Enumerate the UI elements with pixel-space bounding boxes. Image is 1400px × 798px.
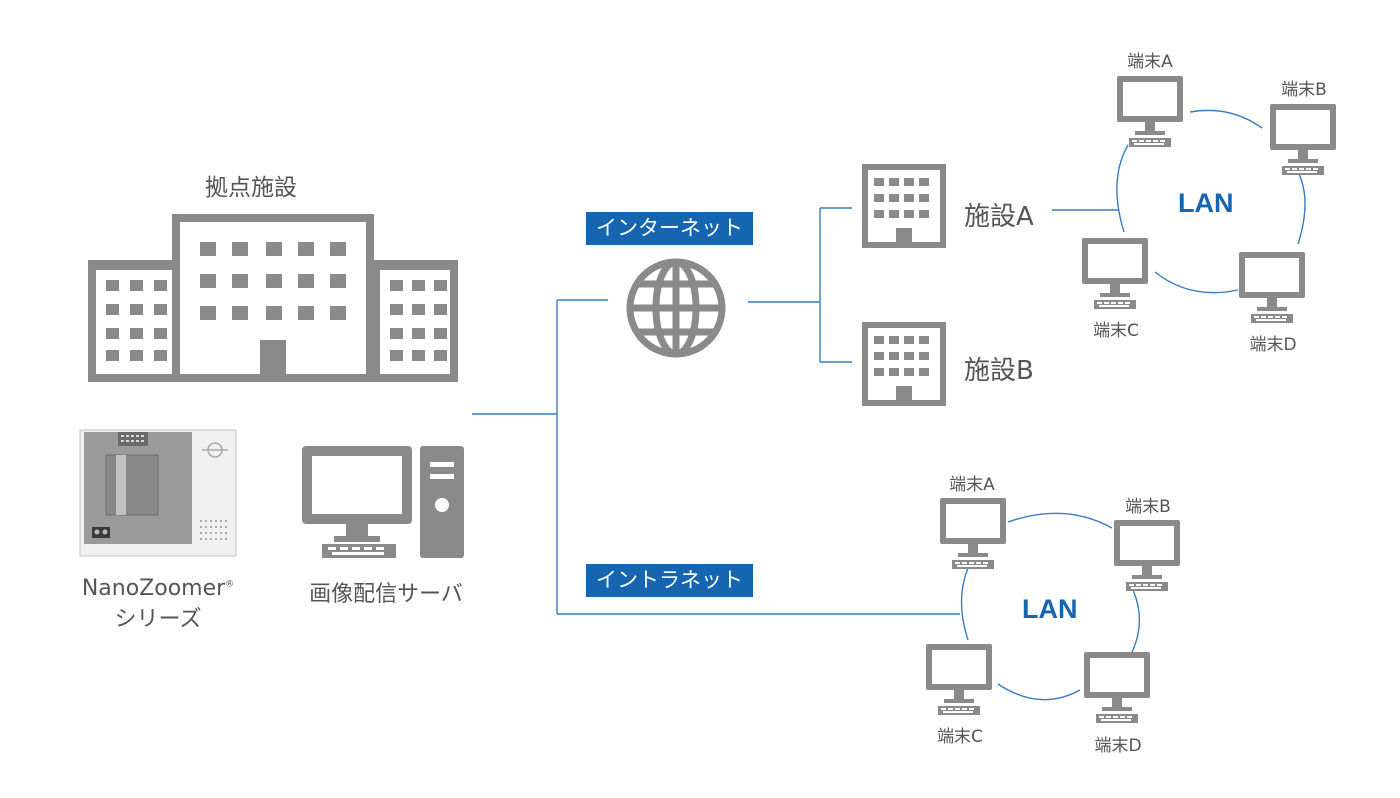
facility-b-building-icon [862,322,946,406]
lower-lan-ring [960,512,1141,701]
globe-icon [626,258,726,358]
lower-terminal-c-icon [926,644,992,715]
hq-building-icon [88,214,458,382]
scanner-series: シリーズ [114,607,202,632]
server-icon [302,446,464,558]
upper-lan-ring [1116,109,1306,294]
intranet-badge: イントラネット [586,564,753,597]
upper-terminal-b-label: 端末B [1281,80,1327,100]
upper-terminal-d-label: 端末D [1249,335,1297,355]
lower-terminal-b-icon [1114,520,1180,591]
facility-a-label: 施設A [964,202,1034,232]
facility-a-building-icon [862,164,946,248]
scanner-label: NanoZoomer® シリーズ [58,576,258,633]
upper-terminal-c-icon [1082,238,1148,309]
upper-lan-label: LAN [1178,188,1234,218]
lower-terminal-b-label: 端末B [1125,497,1171,517]
internet-branch-line [556,299,608,614]
facility-b-label: 施設B [964,356,1034,386]
connection-lines [472,109,1306,701]
internet-badge: インターネット [586,212,753,245]
upper-terminal-d-icon [1239,252,1305,323]
scanner-name: NanoZoomer [81,576,226,601]
lower-terminal-a-label: 端末A [949,475,995,495]
scanner-icon [79,429,237,557]
lower-terminal-d-icon [1084,652,1150,723]
server-label: 画像配信サーバ [309,582,463,607]
upper-terminal-a-icon [1117,76,1183,147]
upper-terminal-b-icon [1270,104,1336,175]
hq-label: 拠点施設 [205,175,297,201]
upper-terminal-c-label: 端末C [1093,321,1139,341]
scanner-registered-mark: ® [225,579,235,590]
lower-terminal-a-icon [940,498,1006,569]
lower-terminal-d-label: 端末D [1094,736,1142,756]
lower-lan-label: LAN [1022,594,1078,624]
globe-to-facilities-line [748,207,852,363]
upper-terminal-a-label: 端末A [1127,52,1173,72]
lower-terminal-c-label: 端末C [937,727,983,747]
